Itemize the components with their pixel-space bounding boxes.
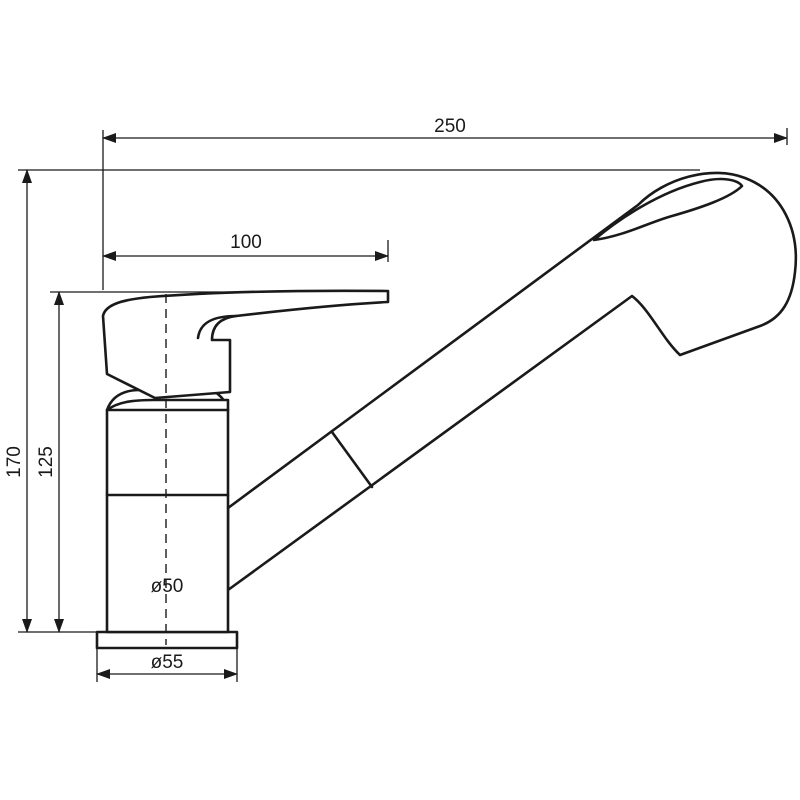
cartridge-cap — [105, 398, 230, 412]
lever-handle — [101, 289, 390, 400]
overall-height-label: 170 — [4, 446, 25, 478]
base-plate — [95, 630, 239, 650]
handle-reach-label: 100 — [230, 232, 262, 253]
spout-arm — [226, 171, 798, 592]
lever-inner-curve — [196, 314, 238, 340]
body-diameter-label: ø50 — [151, 576, 184, 597]
faucet-outline — [95, 171, 798, 650]
body-height-label: 125 — [36, 446, 57, 478]
overall-width-label: 250 — [434, 116, 466, 137]
pull-out-seam — [330, 430, 374, 489]
base-diameter-label: ø55 — [151, 652, 184, 673]
spray-head-button — [592, 177, 744, 242]
